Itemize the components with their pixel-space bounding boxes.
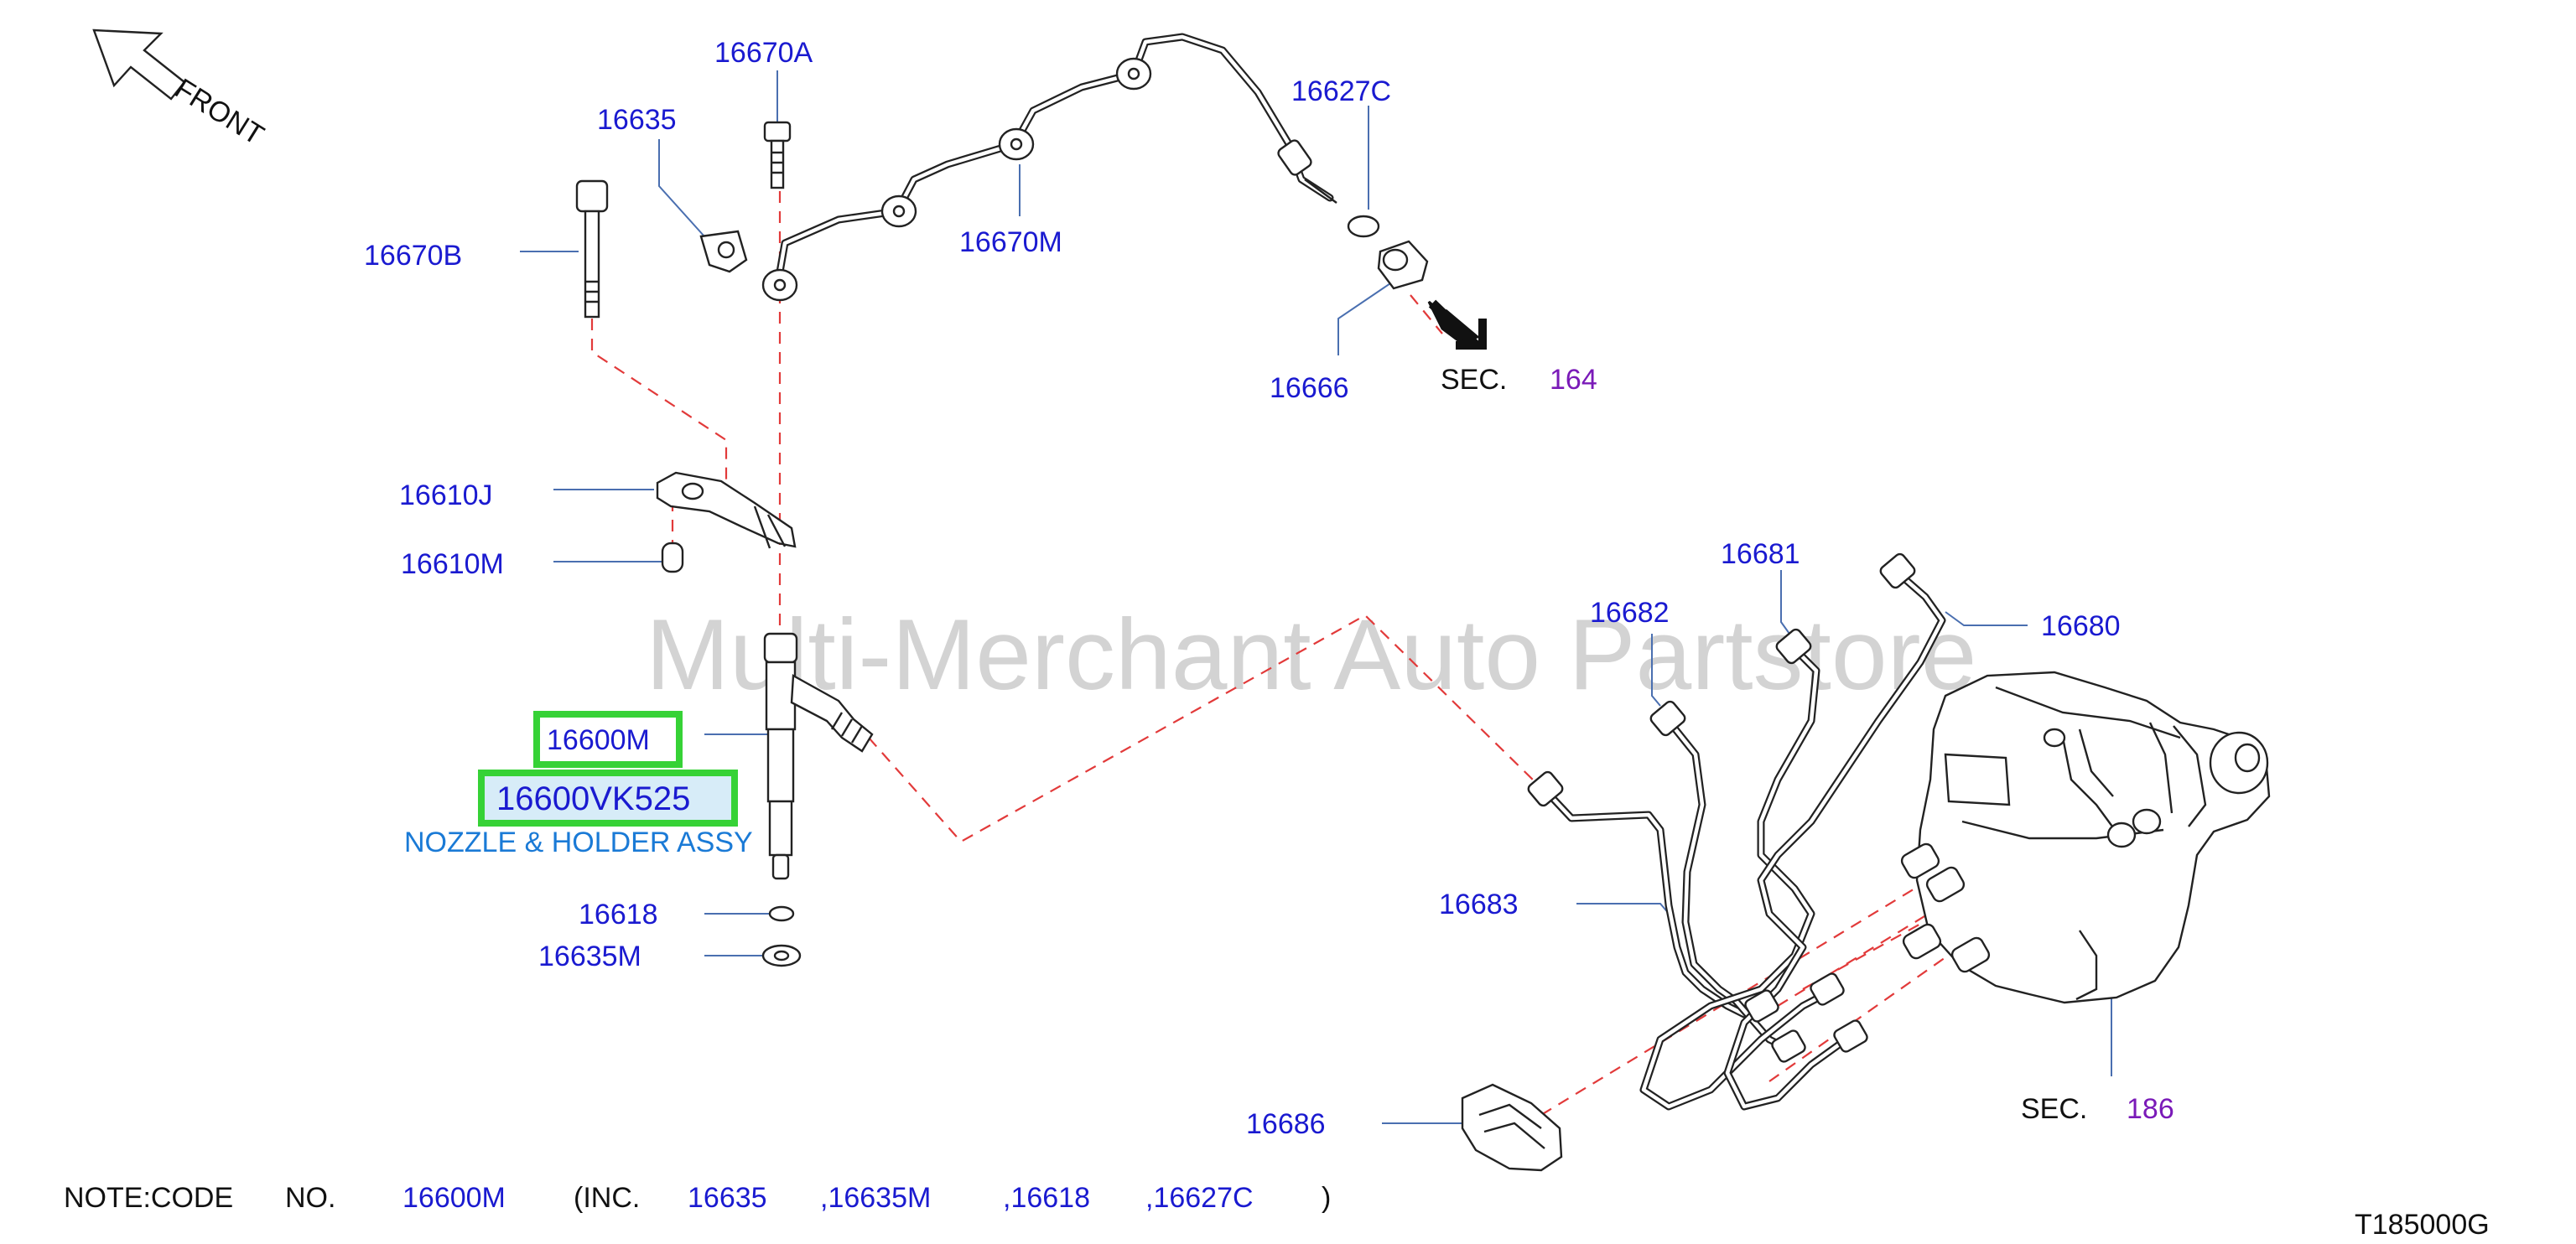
nozzle-holder-icon — [763, 632, 874, 880]
washer-16635M-icon — [761, 944, 802, 967]
spacer-16610M-icon — [661, 542, 684, 573]
note-item-4[interactable]: ,16627C — [1145, 1182, 1254, 1214]
label-16618[interactable]: 16618 — [579, 899, 658, 930]
label-16686[interactable]: 16686 — [1246, 1108, 1326, 1140]
note-label: NOTE:CODE — [64, 1182, 233, 1214]
note-no: NO. — [285, 1182, 335, 1214]
label-16670B[interactable]: 16670B — [364, 240, 462, 272]
label-16681[interactable]: 16681 — [1721, 538, 1800, 570]
note-item-3[interactable]: ,16618 — [1003, 1182, 1090, 1214]
note-item-2[interactable]: ,16635M — [820, 1182, 931, 1214]
label-16680[interactable]: 16680 — [2041, 610, 2121, 642]
front-arrow-icon — [92, 29, 186, 101]
label-16666[interactable]: 16666 — [1270, 372, 1349, 404]
label-16627C[interactable]: 16627C — [1291, 75, 1391, 107]
label-16683[interactable]: 16683 — [1439, 889, 1519, 920]
sec-186-prefix: SEC. — [2021, 1093, 2087, 1125]
fuel-return-pipe — [761, 33, 1337, 302]
bolt-16670B-icon — [575, 179, 609, 319]
leader-lines — [520, 70, 2112, 1124]
note-close: ) — [1322, 1182, 1331, 1214]
highlight-16600M — [533, 711, 683, 768]
clamp-16610J-icon — [656, 471, 797, 549]
sec-164-arrow-shaft — [1428, 299, 1480, 350]
highlight-16600VK525 — [478, 770, 738, 827]
label-16670M[interactable]: 16670M — [959, 226, 1062, 258]
washer-16627C-icon — [1347, 215, 1380, 238]
label-16635M[interactable]: 16635M — [538, 941, 641, 972]
injection-pump-icon — [1900, 671, 2271, 1004]
sec-164-arrow-head — [1456, 319, 1487, 350]
sec-186-number[interactable]: 186 — [2127, 1093, 2174, 1125]
label-16635[interactable]: 16635 — [597, 104, 677, 136]
diagram-code: T185000G — [2355, 1209, 2490, 1241]
watermark: Multi-Merchant Auto Partstore — [646, 599, 1976, 711]
label-16610M[interactable]: 16610M — [401, 548, 504, 580]
ring-16618-icon — [768, 905, 795, 922]
note-code[interactable]: 16600M — [402, 1182, 506, 1214]
highlight-16600VK525-fill — [485, 776, 731, 820]
label-16670A[interactable]: 16670A — [714, 37, 813, 69]
front-label: FRONT — [169, 73, 269, 152]
clamp-16635-icon — [699, 230, 748, 273]
nozzle-holder-description: NOZZLE & HOLDER ASSY — [404, 827, 753, 858]
note-inc-open: (INC. — [574, 1182, 640, 1214]
clamp-16686-icon — [1461, 1083, 1563, 1172]
note-item-1[interactable]: 16635 — [688, 1182, 767, 1214]
label-16610J[interactable]: 16610J — [399, 479, 493, 511]
bolt-16670A-icon — [763, 121, 792, 189]
injection-pipes — [1527, 552, 1946, 1111]
nut-16666-icon — [1377, 240, 1429, 290]
label-16600VK525[interactable]: 16600VK525 — [496, 780, 690, 817]
label-16600M[interactable]: 16600M — [547, 724, 650, 756]
label-16682[interactable]: 16682 — [1590, 597, 1670, 629]
sec-164-number[interactable]: 164 — [1550, 364, 1597, 396]
sec-164-prefix: SEC. — [1441, 364, 1507, 396]
